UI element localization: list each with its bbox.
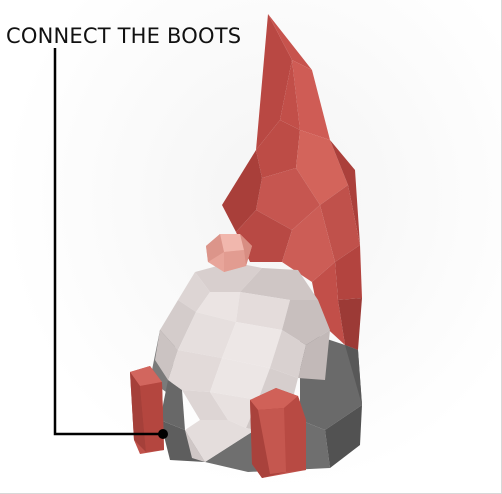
instruction-label: CONNECT THE BOOTS xyxy=(6,26,241,47)
left-boot xyxy=(130,366,164,454)
right-boot xyxy=(250,388,306,478)
callout-dot xyxy=(158,429,168,439)
